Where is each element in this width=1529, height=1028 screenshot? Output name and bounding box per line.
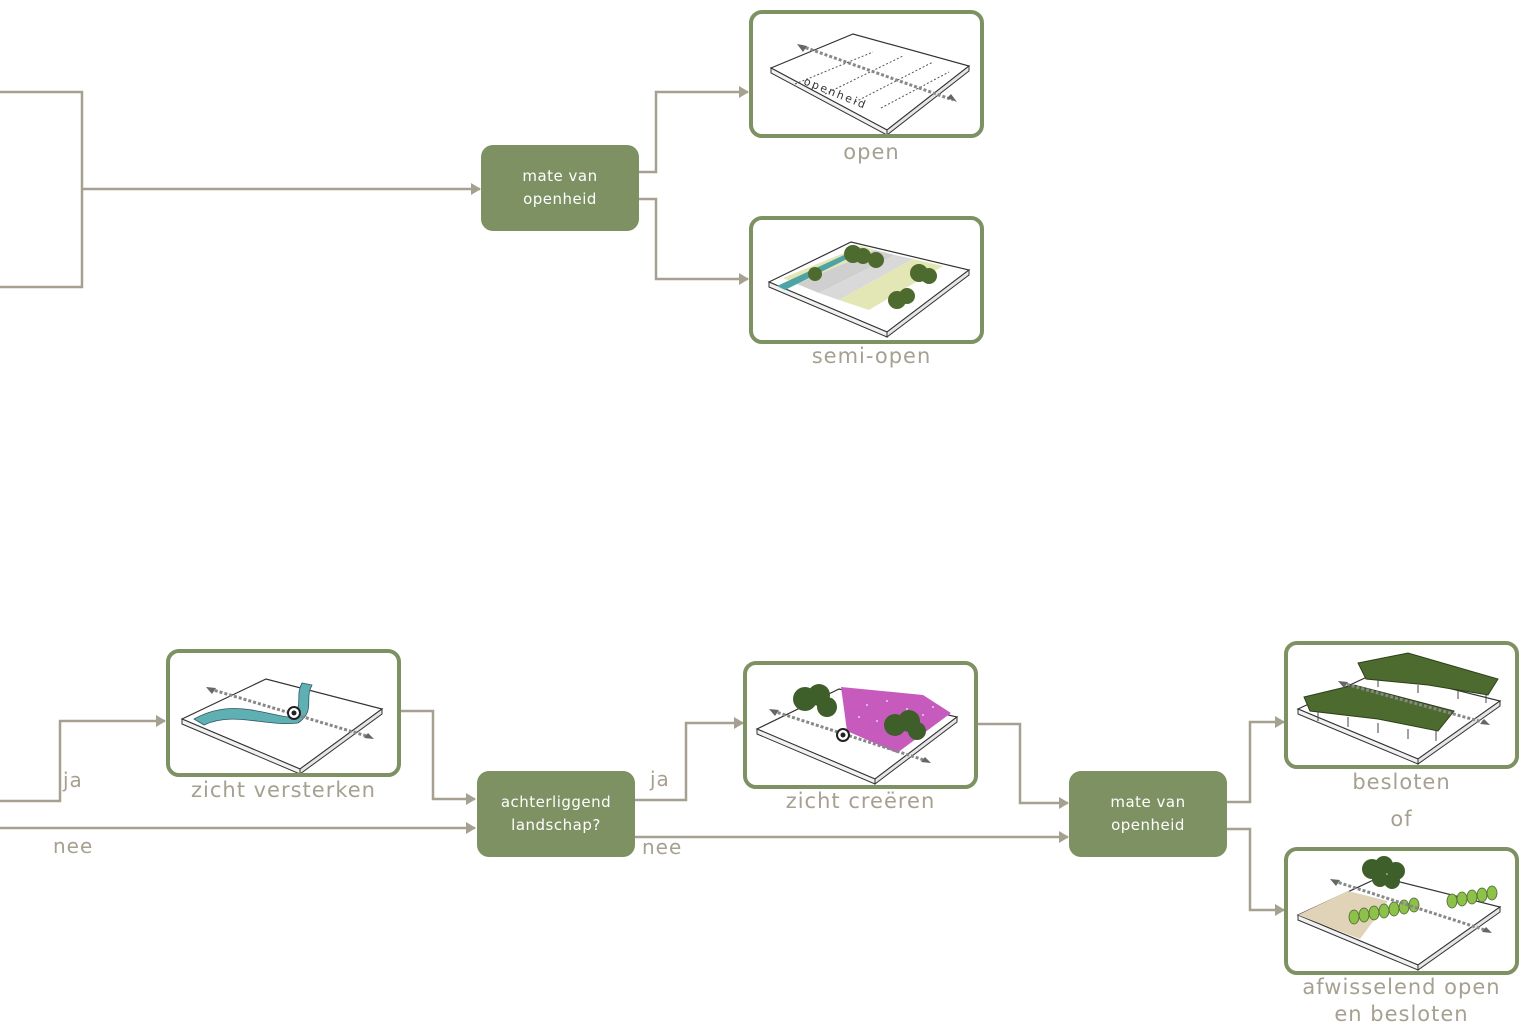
top-bracket-line [0, 90, 84, 289]
open-landscape-illustration: openheid [769, 33, 971, 134]
alternating-landscape-illustration [1296, 856, 1502, 971]
middle-ja-label: ja [650, 767, 670, 791]
zicht-creeren-to-openness-arrow [978, 722, 1069, 809]
besloten-illustration-card [1284, 641, 1519, 769]
zicht-versterken-illustration-card [166, 649, 401, 777]
zicht-creeren-illustration-card [743, 661, 978, 789]
zicht-versterken-caption: zicht versterken [191, 778, 376, 802]
of-caption: of [1390, 807, 1413, 831]
left-ja-label: ja [63, 768, 83, 792]
openness-node-top[interactable]: mate van openheid [481, 145, 639, 231]
landscape-ja-to-zicht-creeren-arrow [635, 717, 744, 802]
zicht-creeren-caption: zicht creëren [785, 789, 936, 813]
strengthen-view-illustration [180, 678, 384, 773]
create-view-illustration [755, 684, 959, 785]
enclosed-landscape-illustration [1296, 652, 1502, 765]
openness-to-semi-open-arrow [638, 197, 749, 285]
openness-to-open-arrow [638, 86, 749, 174]
semi-open-caption: semi-open [811, 344, 932, 368]
ja-to-zicht-versterken-arrow [0, 715, 166, 803]
afwisselend-illustration-card [1284, 847, 1519, 975]
semi-open-landscape-illustration [767, 241, 971, 339]
open-illustration-card: openheid [749, 10, 984, 138]
left-nee-label: nee [53, 834, 94, 858]
open-caption: open [843, 140, 900, 164]
openness-to-afwisselend-arrow [1226, 827, 1285, 916]
besloten-caption: besloten [1352, 770, 1451, 794]
openness-node-bottom[interactable]: mate van openheid [1069, 771, 1227, 857]
openness-to-besloten-arrow [1226, 716, 1285, 804]
semi-open-illustration-card [749, 216, 984, 344]
background-landscape-node[interactable]: achterliggend landschap? [477, 771, 635, 857]
middle-nee-label: nee [642, 835, 683, 859]
afwisselend-caption: afwisselend open en besloten [1302, 975, 1501, 1026]
zicht-versterken-to-landscape-arrow [401, 709, 476, 805]
